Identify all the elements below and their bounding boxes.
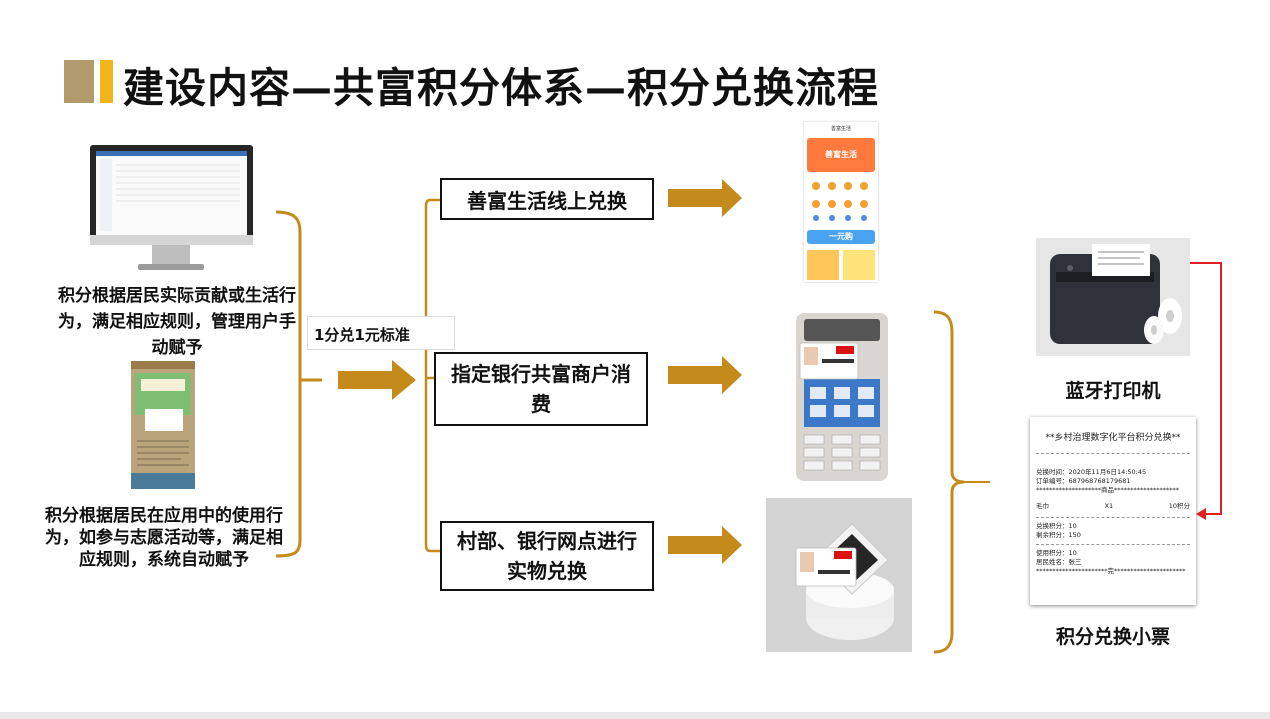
desktop-monitor-image — [90, 145, 253, 270]
receipt-item-points: 10积分 — [1168, 502, 1190, 510]
arrow-offline — [668, 526, 742, 564]
channel-online-box: 善富生活线上兑换 — [440, 178, 654, 220]
title-decoration-bar — [64, 60, 94, 103]
receipt-item-qty: X1 — [1104, 502, 1114, 510]
printer-to-receipt-connector — [1160, 262, 1222, 515]
auto-award-description: 积分根据居民在应用中的使用行为，如参与志愿活动等，满足相应规则，系统自动赋予 — [45, 506, 283, 570]
receipt-divider — [1036, 544, 1190, 545]
receipt-redeem-points: 兑换积分：10 — [1036, 522, 1077, 530]
pos-terminal-image — [796, 313, 888, 481]
arrow-online — [668, 179, 742, 217]
receipt-item-name: 毛巾 — [1036, 502, 1049, 510]
receipt-time: 兑换时间：2020年11月6日14:50:45 — [1036, 468, 1147, 476]
channel-merchant-label: 指定银行共富商户消费 — [451, 362, 631, 416]
receipt-order-number: 订单编号：6879687681796​81 — [1036, 477, 1131, 485]
manual-award-description: 积分根据居民实际贡献或生活行为，满足相应规则，管理用户手动赋予 — [58, 286, 296, 358]
app-promo-banner: 一元购 — [807, 230, 875, 244]
channel-online-label: 善富生活线上兑换 — [467, 188, 627, 213]
bluetooth-printer-image — [1036, 238, 1190, 356]
left-bracket — [275, 210, 302, 558]
standard-box: 1分兑1元标准 — [307, 316, 455, 350]
arrow-merchant — [668, 356, 742, 394]
receipt-divider — [1036, 453, 1190, 454]
receipt-item-row: 毛巾 X1 10积分 — [1036, 501, 1190, 511]
app-product-cards — [807, 250, 875, 280]
right-bracket — [933, 310, 965, 654]
receipt-title: **乡村治理数字化平台积分兑换** — [1045, 433, 1181, 443]
receipt-divider — [1036, 517, 1190, 518]
app-icon-grid — [812, 182, 868, 221]
receipt-remaining-points: 剩余积分：150 — [1036, 531, 1081, 539]
mobile-app-screenshot — [131, 361, 195, 489]
card-reader-image — [766, 498, 912, 652]
channel-offline-box: 村部、银行网点进行实物兑换 — [440, 521, 654, 591]
exchange-standard-label: 1分兑1元标准 — [314, 326, 410, 344]
receipt-resident-name: 居民姓名：张三 — [1036, 558, 1082, 566]
printer-label: 蓝牙打印机 — [1065, 380, 1161, 402]
channel-offline-label: 村部、银行网点进行实物兑换 — [457, 529, 637, 583]
page-title: 建设内容—共富积分体系—积分兑换流程 — [123, 64, 879, 112]
receipt-label: 积分兑换小票 — [1055, 626, 1170, 648]
app-header-title: 善富生活 — [830, 126, 851, 132]
points-receipt: **乡村治理数字化平台积分兑换** 兑换时间：2020年11月6日14:50:4… — [1030, 417, 1196, 605]
receipt-used-points: 使用积分：10 — [1036, 549, 1077, 557]
app-banner: 善富生活 — [807, 138, 875, 172]
title-accent-bar — [100, 60, 113, 103]
center-arrow — [338, 360, 416, 400]
receipt-end-separator: **********************完*****************… — [1036, 567, 1186, 575]
receipt-goods-separator: ********************商品******************… — [1036, 486, 1179, 494]
shanfu-app-phone: 善富生活 善富生活 一元购 — [804, 122, 878, 282]
channel-merchant-box: 指定银行共富商户消费 — [434, 352, 648, 426]
receipt-pointer-arrow — [1196, 508, 1206, 520]
